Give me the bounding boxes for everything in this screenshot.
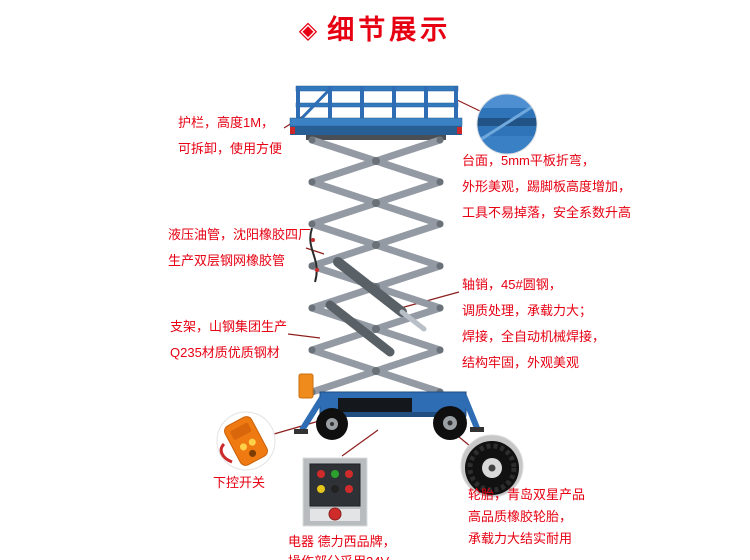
guardrail-label: 护栏，高度1M， 可拆卸，使用方便 bbox=[178, 110, 282, 162]
label-line: 高品质橡胶轮胎， bbox=[468, 509, 573, 524]
outriggers bbox=[294, 373, 484, 434]
label-line: 液压油管，沈阳橡胶四厂 bbox=[168, 227, 312, 242]
axle-pin-label: 轴销，45#圆钢， 调质处理，承载力大； 焊接，全自动机械焊接， 结构牢固，外观… bbox=[462, 272, 605, 376]
label-line: 支架，山钢集团生产 bbox=[170, 319, 288, 334]
tire-label: 轮胎，青岛双星产品 高品质橡胶轮胎， 承载力大结实耐用 bbox=[468, 484, 585, 550]
label-line: 可拆卸，使用方便 bbox=[178, 141, 283, 156]
hydraulic-hose-label: 液压油管，沈阳橡胶四厂 生产双层钢网橡胶管 bbox=[168, 222, 311, 274]
label-line: 下控开关 bbox=[213, 475, 266, 490]
diamond-icon: ◈ bbox=[298, 17, 318, 44]
wheel-front bbox=[433, 406, 467, 440]
platform-railing bbox=[295, 85, 459, 124]
label-line: Q235材质优质钢材 bbox=[170, 345, 280, 360]
label-line: 轮胎，青岛双星产品 bbox=[468, 487, 586, 502]
label-line: 结构牢固，外观美观 bbox=[462, 355, 580, 370]
wheel-rear bbox=[316, 408, 348, 440]
tire-photo bbox=[460, 434, 524, 498]
lower-control-switch-label: 下控开关 bbox=[213, 472, 265, 494]
electrics-label: 电器 德力西品牌， 操作部分采用24V 安全电压，使用方便 bbox=[288, 532, 405, 560]
platform-detail-photo bbox=[476, 93, 538, 155]
support-frame-label: 支架，山钢集团生产 Q235材质优质钢材 bbox=[170, 314, 287, 366]
scissor-joints bbox=[308, 136, 444, 396]
label-line: 电器 德力西品牌， bbox=[288, 534, 396, 549]
title-text: 细节展示 bbox=[327, 15, 452, 45]
hydraulic-cylinder bbox=[325, 257, 427, 357]
label-line: 焊接，全自动机械焊接， bbox=[462, 329, 606, 344]
hydraulic-hose bbox=[309, 227, 319, 283]
label-line: 工具不易掉落，安全系数升高 bbox=[462, 205, 632, 220]
remote-pendant-photo bbox=[216, 411, 276, 471]
label-line: 外形美观，踢脚板高度增加， bbox=[462, 179, 632, 194]
label-line: 调质处理，承载力大； bbox=[462, 303, 593, 318]
label-line: 护栏，高度1M， bbox=[178, 115, 275, 130]
label-line: 承载力大结实耐用 bbox=[468, 531, 573, 546]
page-title: ◈ 细节展示 bbox=[0, 8, 750, 47]
label-line: 生产双层钢网橡胶管 bbox=[168, 253, 286, 268]
platform-label: 台面，5mm平板折弯， 外形美观，踢脚板高度增加， 工具不易掉落，安全系数升高 bbox=[462, 148, 631, 226]
label-line: 操作部分采用24V bbox=[288, 552, 405, 560]
label-line: 轴销，45#圆钢， bbox=[462, 277, 562, 292]
scissor-arms bbox=[308, 136, 444, 396]
label-line: 台面，5mm平板折弯， bbox=[462, 153, 595, 168]
platform-deck bbox=[289, 117, 463, 140]
control-panel-photo bbox=[302, 457, 368, 527]
